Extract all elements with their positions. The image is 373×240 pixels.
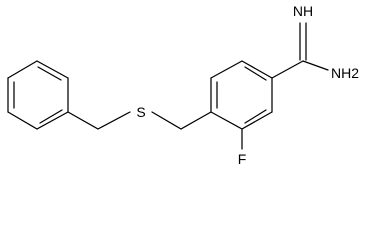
bond [7, 111, 38, 130]
bond [210, 60, 243, 79]
amine-label-text: NH2 [331, 65, 359, 81]
double-bond-inner [37, 66, 62, 81]
bond [67, 111, 99, 130]
bond [241, 60, 273, 79]
bond [7, 60, 38, 79]
double-bond-inner [244, 66, 267, 81]
fluoro-substituent: F [238, 128, 247, 167]
bond [151, 111, 182, 130]
bond [97, 111, 131, 130]
sulfur-atom-label: S [136, 104, 145, 120]
bond [241, 111, 273, 130]
thioether-linker: S [67, 104, 182, 130]
imine-atom-label: NH [293, 3, 313, 19]
amine-atom-label: NH2 [331, 65, 359, 81]
double-bond-inner [39, 109, 63, 124]
central-ring [180, 60, 273, 130]
bond [302, 60, 329, 71]
bond [180, 111, 212, 130]
double-bond-inner [244, 109, 267, 124]
fluorine-atom-label: F [238, 151, 247, 167]
bond [36, 60, 69, 79]
bond [36, 111, 69, 130]
bond [271, 60, 304, 79]
bond [210, 111, 243, 130]
phenyl-ring [7, 60, 69, 130]
amidine-group: NH NH2 [271, 3, 359, 81]
structure-diagram: S F NH NH2 [7, 3, 359, 167]
